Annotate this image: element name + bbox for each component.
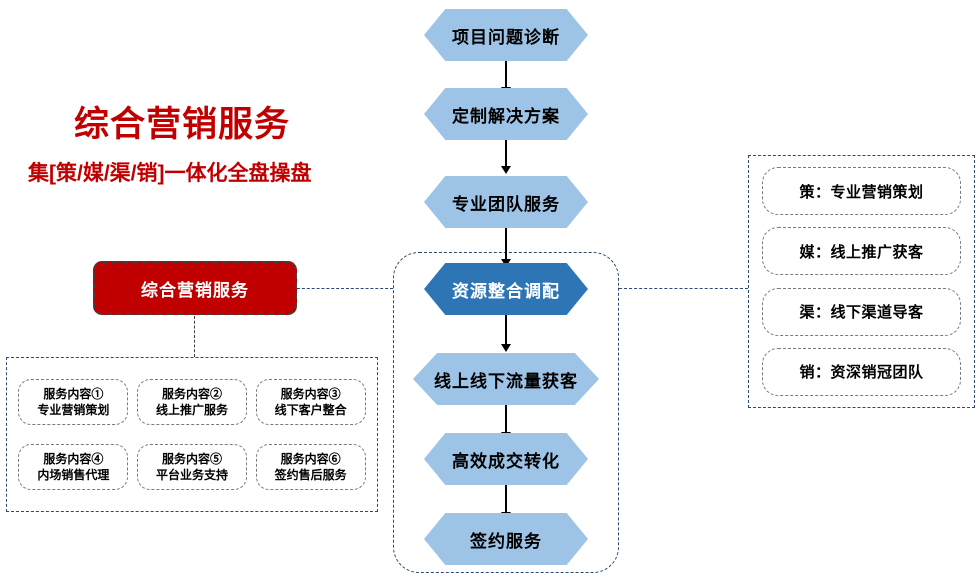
flow-arrow-4 [501, 315, 511, 352]
flow-arrow-6 [501, 485, 511, 520]
pillar-item-xiao[interactable]: 销：资深销冠团队 [762, 347, 961, 396]
flow-node-label: 高效成交转化 [452, 451, 560, 471]
pillars-list: 策：专业营销策划 媒：线上推广获客 渠：线下渠道导客 销：资深销冠团队 [748, 155, 975, 408]
flow-arrow-3 [501, 228, 511, 267]
flow-node-1[interactable]: 项目问题诊断 [424, 9, 588, 61]
service-item-title: 服务内容② [161, 386, 222, 401]
service-content-grid: 服务内容① 专业营销策划 服务内容② 线上推广服务 服务内容③ 线下客户整合 服… [6, 357, 378, 512]
service-item-title: 服务内容④ [43, 452, 104, 467]
flow-arrow-1 [501, 61, 511, 95]
page-title: 综合营销服务 [74, 105, 291, 144]
flow-node-label: 线上线下流量获客 [434, 371, 578, 391]
connector-flow-to-pillars [619, 288, 748, 289]
flow-node-6[interactable]: 高效成交转化 [424, 433, 588, 485]
service-item-5[interactable]: 服务内容⑤ 平台业务支持 [136, 444, 247, 491]
flow-node-3[interactable]: 专业团队服务 [424, 176, 588, 228]
service-item-2[interactable]: 服务内容② 线上推广服务 [136, 378, 247, 425]
pillar-item-mei[interactable]: 媒：线上推广获客 [762, 227, 961, 276]
flow-node-7[interactable]: 签约服务 [424, 513, 588, 565]
flow-node-label: 签约服务 [470, 531, 542, 551]
service-item-6[interactable]: 服务内容⑥ 签约售后服务 [255, 444, 366, 491]
flow-node-label: 项目问题诊断 [452, 27, 560, 47]
service-item-3[interactable]: 服务内容③ 线下客户整合 [255, 378, 366, 425]
service-item-title: 服务内容① [43, 386, 104, 401]
service-item-desc: 线下客户整合 [274, 402, 347, 417]
flow-node-label: 定制解决方案 [452, 106, 560, 126]
page-subtitle: 集[策/媒/渠/销]一体化全盘操盘 [28, 162, 312, 185]
flow-node-4-highlighted[interactable]: 资源整合调配 [424, 263, 588, 315]
flow-arrow-2 [501, 140, 511, 174]
service-item-title: 服务内容⑥ [280, 452, 341, 467]
service-item-desc: 专业营销策划 [37, 402, 110, 417]
service-item-desc: 签约售后服务 [274, 468, 347, 483]
service-item-desc: 平台业务支持 [155, 468, 228, 483]
flow-node-5[interactable]: 线上线下流量获客 [413, 353, 599, 405]
flow-node-2[interactable]: 定制解决方案 [424, 88, 588, 140]
service-item-desc: 线上推广服务 [155, 402, 228, 417]
highlight-box-integrated-marketing[interactable]: 综合营销服务 [93, 261, 297, 315]
pillars-panel [748, 155, 975, 408]
service-content-panel [6, 357, 378, 512]
connector-redbox-to-services [194, 316, 195, 357]
flow-arrow-5 [501, 405, 511, 440]
flow-node-label: 专业团队服务 [452, 194, 560, 214]
service-item-4[interactable]: 服务内容④ 内场销售代理 [18, 444, 129, 491]
service-item-1[interactable]: 服务内容① 专业营销策划 [18, 378, 129, 425]
service-item-desc: 内场销售代理 [37, 468, 110, 483]
flow-node-label: 资源整合调配 [452, 281, 560, 301]
pillar-item-ce[interactable]: 策：专业营销策划 [762, 167, 961, 215]
pillar-item-qu[interactable]: 渠：线下渠道导客 [762, 287, 961, 336]
service-item-title: 服务内容③ [280, 386, 341, 401]
connector-redbox-to-flow [297, 288, 393, 289]
service-item-title: 服务内容⑤ [161, 452, 222, 467]
